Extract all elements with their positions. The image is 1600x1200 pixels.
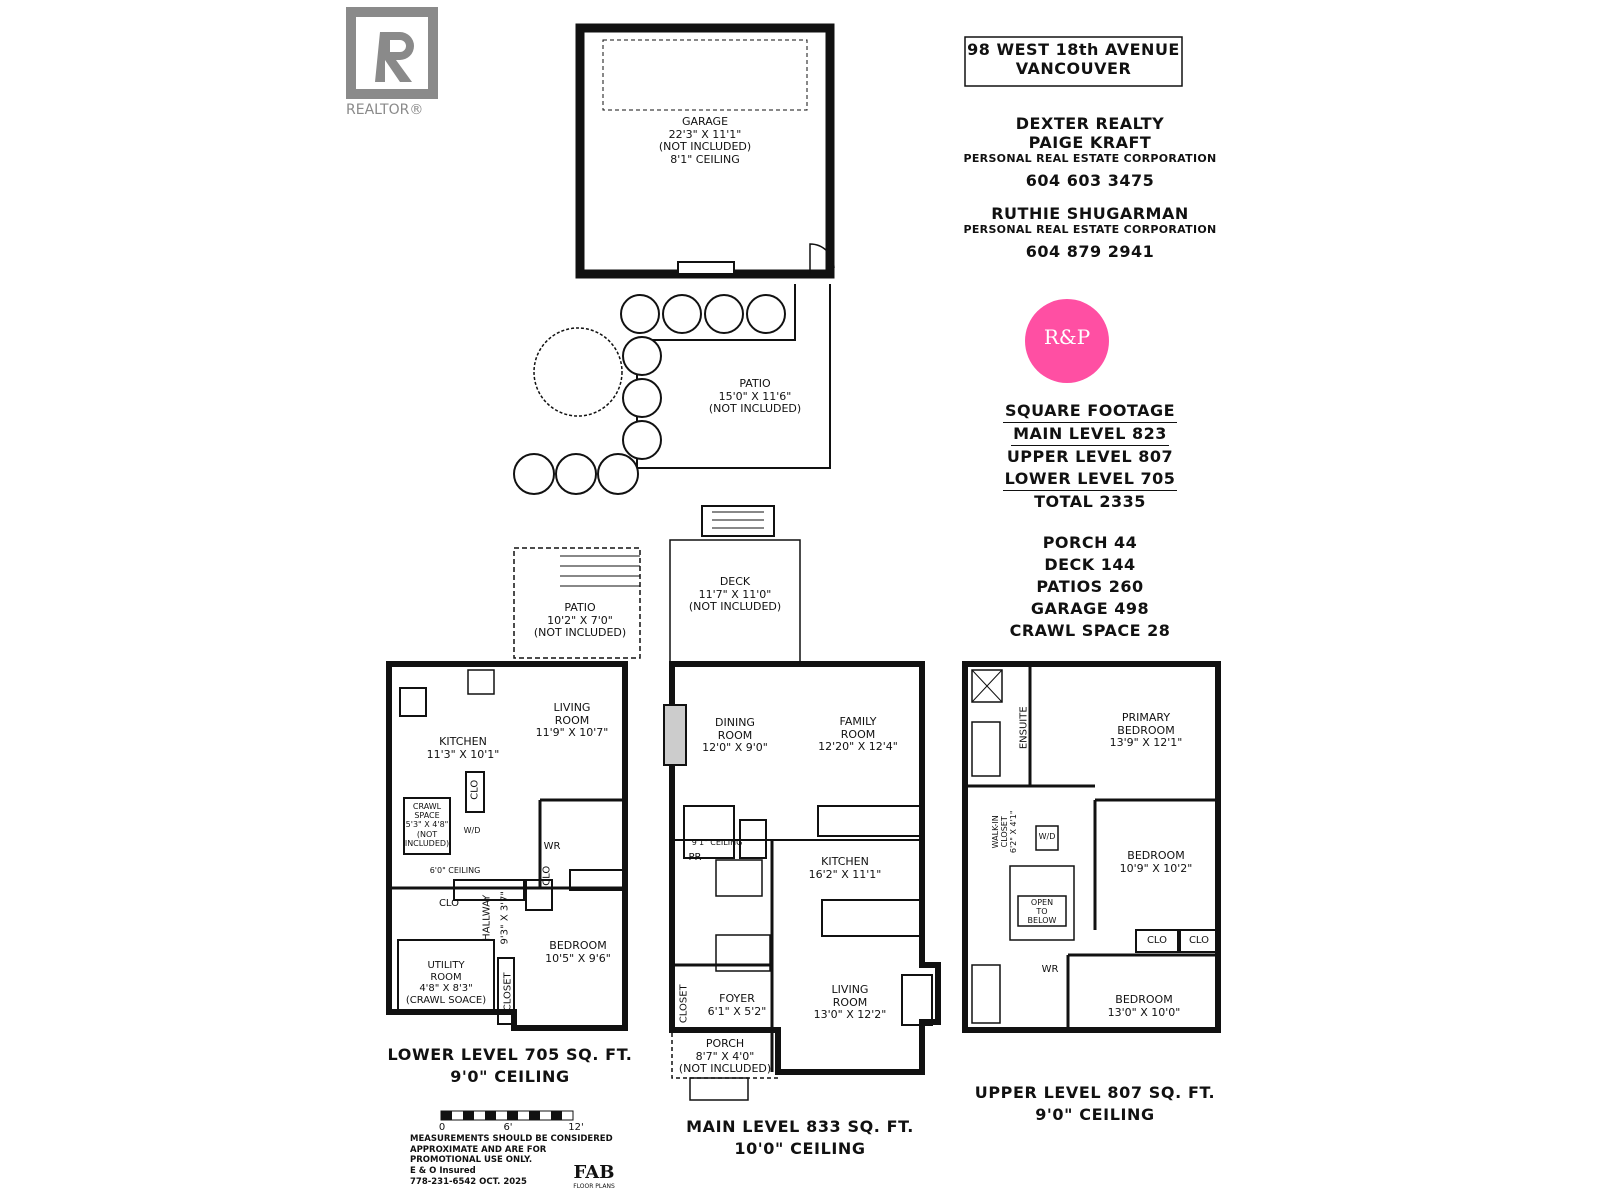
sqft-main: MAIN LEVEL 823 [1011, 423, 1169, 446]
deck-label: DECK 11'7" X 11'0" (NOT INCLUDED) [688, 575, 782, 614]
rp-logo-text: R&P [1043, 325, 1091, 349]
patio-top-label: PATIO 15'0" X 11'6" (NOT INCLUDED) [708, 377, 802, 416]
agent1-phone: 604 603 3475 [1025, 171, 1155, 190]
shrubs [513, 294, 786, 495]
extra-garage: GARAGE 498 [1030, 599, 1150, 618]
lower-patio-label: PATIO 10'2" X 7'0" (NOT INCLUDED) [533, 601, 627, 640]
agent2-name: RUTHIE SHUGARMAN [991, 204, 1189, 223]
address-box [964, 36, 1183, 87]
porch-label: PORCH 8'7" X 4'0" (NOT INCLUDED) [678, 1037, 772, 1076]
upper-clo1-label: CLO [1146, 935, 1168, 946]
realtor-logo-text: REALTOR® [346, 102, 424, 118]
extra-porch: PORCH 44 [1042, 533, 1138, 552]
lower-utility-label: UTILITY ROOM 4'8" X 8'3" (CRAWL SOACE) [405, 960, 487, 1006]
address-line2: VANCOUVER [1015, 59, 1132, 78]
fab-logo-sub: FLOOR PLANS [573, 1183, 615, 1190]
lower-crawl-label: CRAWL SPACE 5'3" X 4'8" (NOT INCLUDED) [404, 802, 450, 848]
upper-wr-label: WR [1041, 964, 1059, 975]
ensuite-label: ENSUITE [1018, 706, 1030, 750]
extras-block: PORCH 44 DECK 144 PATIOS 260 GARAGE 498 … [920, 532, 1260, 642]
pr-label: PR [688, 852, 702, 863]
agent1-name: PAIGE KRAFT [1028, 133, 1152, 152]
upper-level-caption: UPPER LEVEL 807 SQ. FT. 9'0" CEILING [974, 1083, 1216, 1124]
fab-logo-text: FAB [573, 1162, 615, 1183]
family-label: FAMILY ROOM 12'20" X 12'4" [818, 715, 898, 754]
main-ceiling-note: 9'1" CEILING [691, 838, 743, 847]
lower-living-label: LIVING ROOM 11'9" X 10'7" [535, 701, 609, 740]
bedroom2-label: BEDROOM 10'9" X 10'2" [1119, 849, 1193, 875]
main-closet-label: CLOSET [678, 984, 690, 1024]
main-level-plan [663, 505, 941, 1101]
disclaimer: MEASUREMENTS SHOULD BE CONSIDERED APPROX… [410, 1134, 613, 1187]
foyer-label: FOYER 6'1" X 5'2" [707, 992, 767, 1018]
primary-bedroom-label: PRIMARY BEDROOM 13'9" X 12'1" [1109, 711, 1183, 750]
lower-bedroom-label: BEDROOM 10'5" X 9'6" [545, 939, 611, 965]
scale-label-0: 0 [438, 1122, 446, 1133]
dining-label: DINING ROOM 12'0" X 9'0" [702, 716, 768, 755]
sqft-title: SQUARE FOOTAGE [1002, 400, 1178, 423]
square-footage-block: SQUARE FOOTAGE MAIN LEVEL 823 UPPER LEVE… [920, 400, 1260, 513]
rp-logo [1025, 299, 1109, 383]
scale-label-12: 12' [568, 1122, 584, 1133]
lower-closet-label: CLOSET [502, 972, 514, 1012]
garage-label: GARAGE 22'3" X 11'1" (NOT INCLUDED) 8'1"… [658, 115, 752, 166]
realtor-logo [346, 7, 438, 99]
upper-level-plan [962, 661, 1221, 1033]
upper-wd-label: W/D [1038, 832, 1056, 841]
extra-crawl: CRAWL SPACE 28 [1009, 621, 1171, 640]
scale-label-6: 6' [503, 1122, 513, 1133]
sqft-lower: LOWER LEVEL 705 [1002, 468, 1178, 491]
lower-clo2-label: CLO [541, 865, 553, 886]
lower-kitchen-label: KITCHEN 11'3" X 10'1" [426, 735, 500, 761]
lower-level-plan [386, 547, 641, 1031]
company-name: DEXTER REALTY [1015, 114, 1165, 133]
extra-patios: PATIOS 260 [1036, 577, 1144, 596]
upper-clo2-label: CLO [1188, 935, 1210, 946]
walkin-label: WALK-IN CLOSET 6'2" X 4'1" [991, 810, 1019, 854]
open-below-label: OPEN TO BELOW [1027, 898, 1057, 926]
sqft-total: TOTAL 2335 [1034, 492, 1146, 511]
sqft-upper: UPPER LEVEL 807 [1006, 447, 1174, 466]
extra-deck: DECK 144 [1044, 555, 1136, 574]
main-level-caption: MAIN LEVEL 833 SQ. FT. 10'0" CEILING [686, 1117, 914, 1158]
lower-level-caption: LOWER LEVEL 705 SQ. FT. 9'0" CEILING [387, 1045, 633, 1086]
address-block: 98 WEST 18th AVENUE VANCOUVER [945, 40, 1202, 78]
garage-outline [575, 23, 835, 279]
lower-clo3-label: CLO [438, 898, 460, 909]
address-line1: 98 WEST 18th AVENUE [967, 40, 1180, 59]
lower-hallway-dim: 9'3" X 3'7" [499, 891, 511, 945]
bedroom3-label: BEDROOM 13'0" X 10'0" [1107, 993, 1181, 1019]
agent2-phone: 604 879 2941 [1025, 242, 1155, 261]
lower-ceiling-note: 6'0" CEILING [429, 866, 481, 875]
agent2-corp: PERSONAL REAL ESTATE CORPORATION [963, 223, 1217, 236]
main-kitchen-label: KITCHEN 16'2" X 11'1" [808, 855, 882, 881]
agent-block: DEXTER REALTY PAIGE KRAFT PERSONAL REAL … [920, 114, 1260, 261]
lower-clo1-label: CLO [469, 779, 481, 800]
lower-wr-label: WR [543, 841, 561, 852]
lower-hallway-label: HALLWAY [481, 894, 493, 941]
lower-wd-label: W/D [463, 826, 481, 835]
scale-bar [440, 1110, 574, 1121]
agent1-corp: PERSONAL REAL ESTATE CORPORATION [963, 152, 1217, 165]
main-living-label: LIVING ROOM 13'0" X 12'2" [813, 983, 887, 1022]
